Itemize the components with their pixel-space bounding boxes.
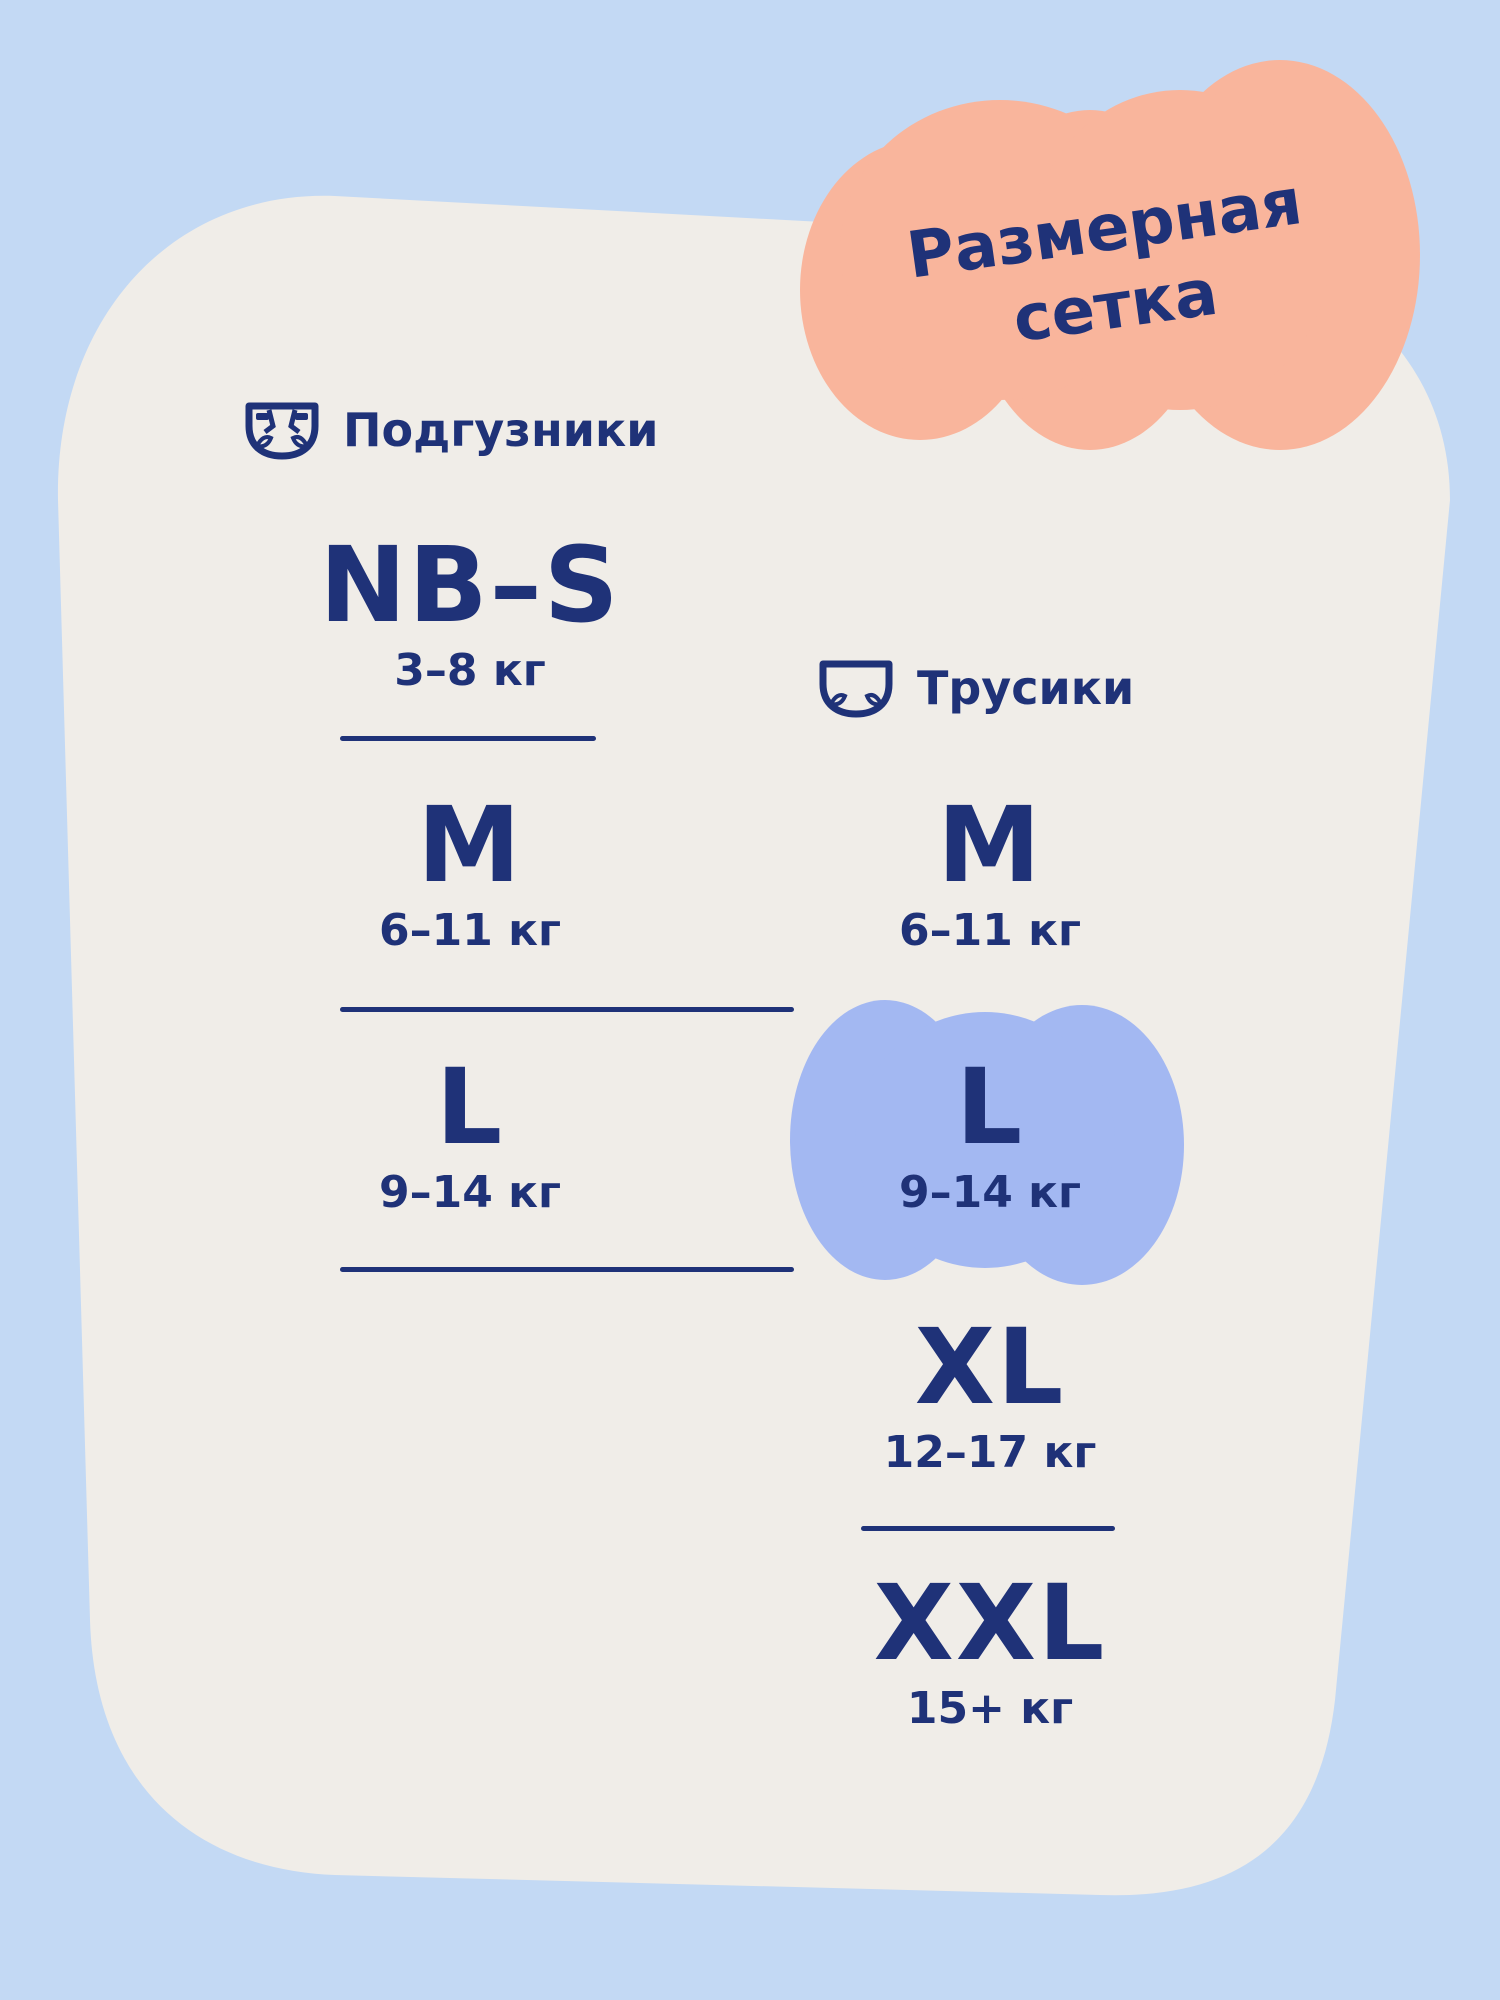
divider: [340, 736, 596, 741]
divider: [340, 1007, 794, 1012]
size-cell-diapers-l: L 9–14 кг: [300, 1052, 640, 1218]
divider: [861, 1526, 1115, 1531]
category-diapers: Подгузники: [243, 400, 658, 460]
size-label: XXL: [873, 1562, 1107, 1684]
weight-range: 3–8 кг: [394, 645, 546, 696]
weight-range: 6–11 кг: [898, 905, 1081, 956]
weight-range: 9–14 кг: [378, 1167, 561, 1218]
size-label: M: [417, 784, 523, 906]
category-label: Трусики: [917, 661, 1135, 715]
diaper-icon: [245, 402, 319, 460]
size-cell-pants-m: M 6–11 кг: [820, 790, 1160, 956]
divider: [340, 1267, 794, 1272]
size-label: M: [937, 784, 1043, 906]
category-label: Подгузники: [343, 403, 659, 457]
size-label: L: [955, 1046, 1025, 1168]
size-cell-diapers-m: M 6–11 кг: [300, 790, 640, 956]
size-cell-pants-xxl: XXL 15+ кг: [820, 1568, 1160, 1734]
category-pants: Трусики: [817, 658, 1134, 718]
pants-icon: [819, 660, 893, 718]
size-label: L: [435, 1046, 505, 1168]
weight-range: 9–14 кг: [898, 1167, 1081, 1218]
size-label: XL: [914, 1306, 1066, 1428]
size-cell-pants-xl: XL 12–17 кг: [820, 1312, 1160, 1478]
size-cell-pants-l-highlighted: L 9–14 кг: [820, 1052, 1160, 1218]
weight-range: 12–17 кг: [883, 1427, 1097, 1478]
size-cell-diapers-nbs: NB–S 3–8 кг: [300, 530, 640, 696]
weight-range: 6–11 кг: [378, 905, 561, 956]
size-label: NB–S: [319, 524, 621, 646]
weight-range: 15+ кг: [906, 1683, 1074, 1734]
